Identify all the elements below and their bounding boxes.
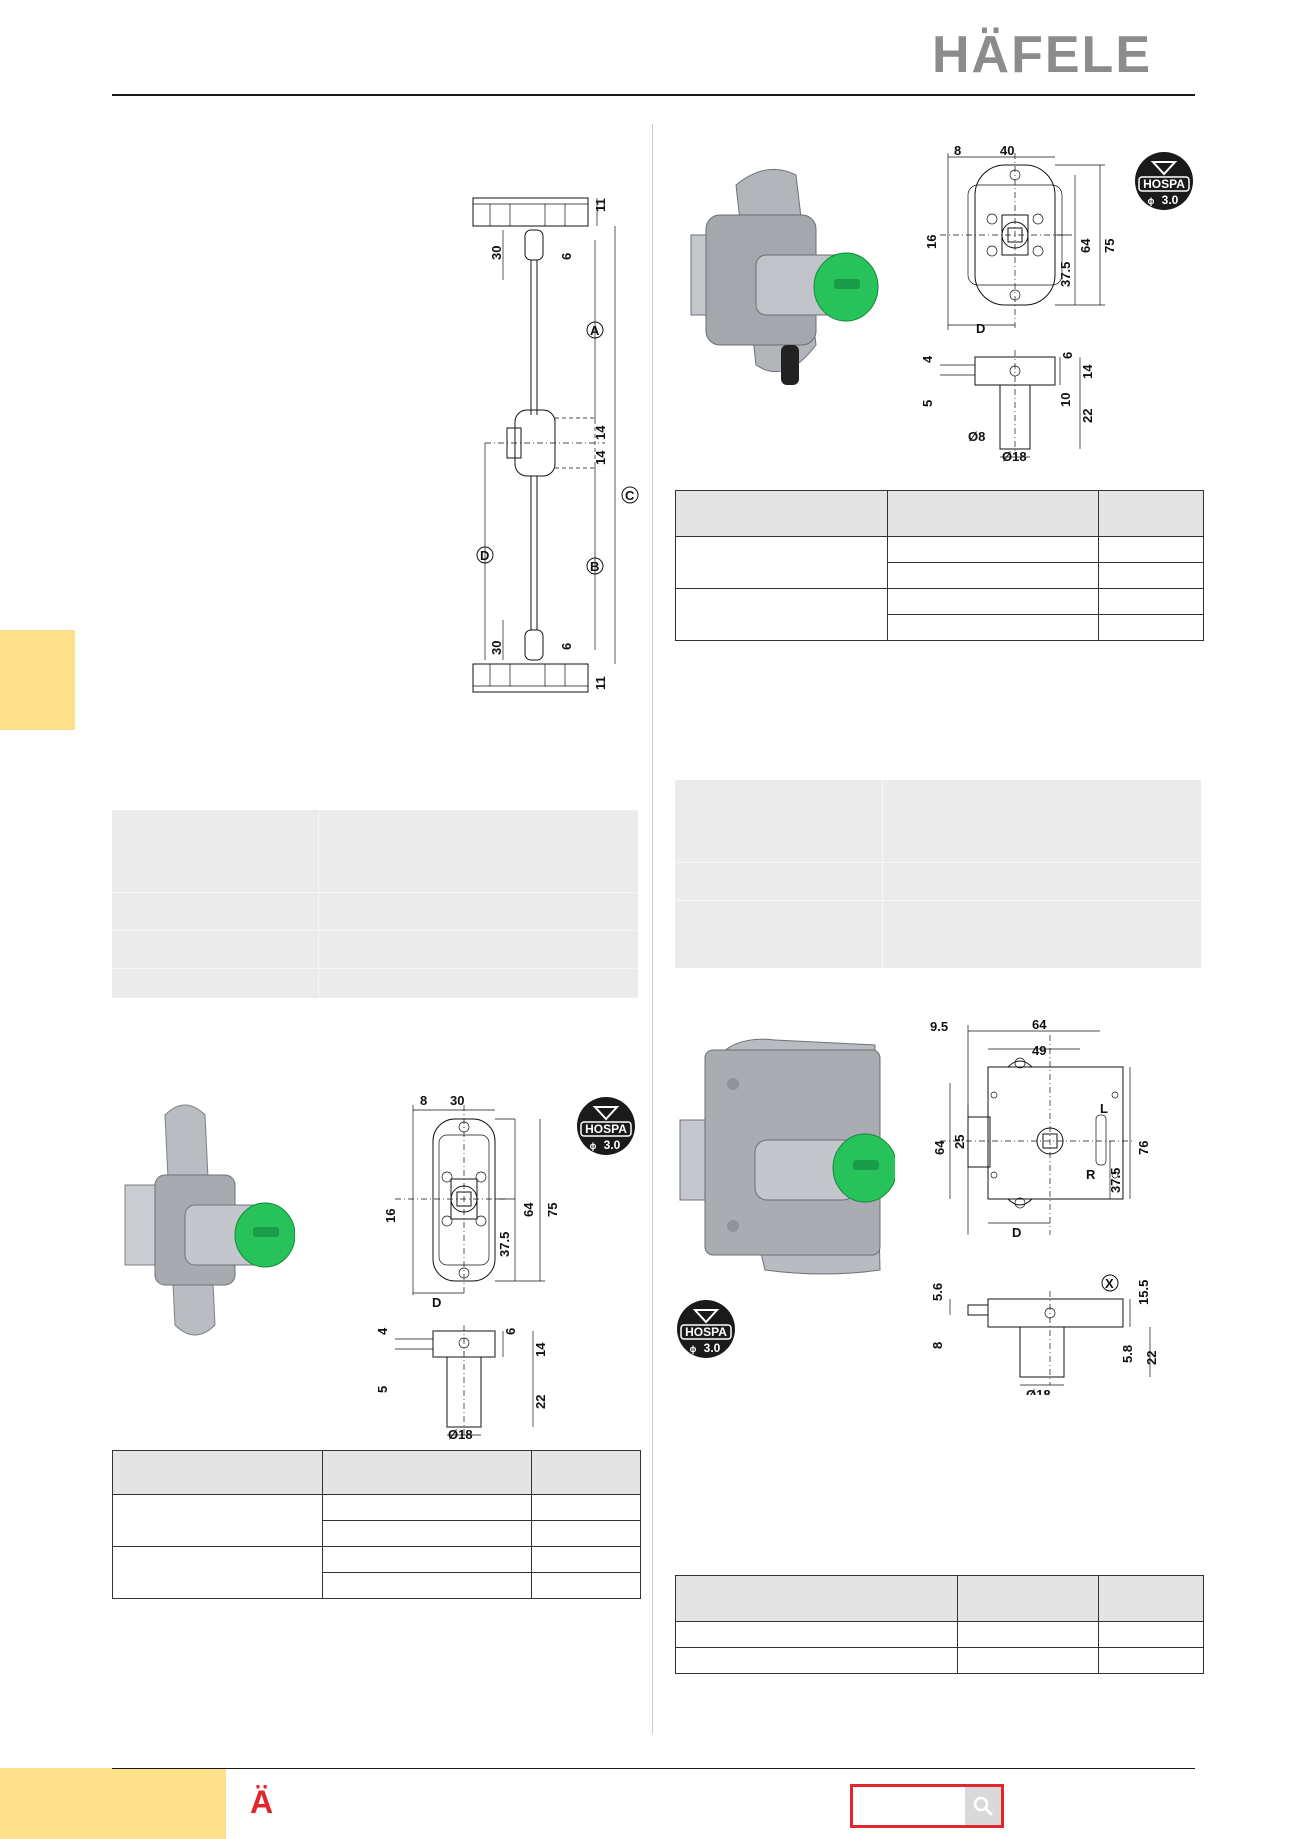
svg-text:64: 64: [1078, 238, 1093, 253]
header-rule: [112, 94, 1195, 96]
svg-text:30: 30: [450, 1095, 464, 1108]
search-box[interactable]: [850, 1784, 1004, 1828]
chapter-tab: [0, 630, 75, 730]
svg-text:14: 14: [533, 1342, 548, 1357]
svg-text:Ø18: Ø18: [1002, 449, 1027, 464]
oval-lock-drawing: 8 40 16 64 75 37.5 D 4 6 14 5 10 22 Ø8 Ø…: [920, 145, 1117, 464]
hospa-badge: HOSPA 3.0 ϕ: [677, 1300, 735, 1358]
svg-text:3.0: 3.0: [704, 1341, 721, 1355]
svg-text:14: 14: [1080, 364, 1095, 379]
svg-text:D: D: [1012, 1225, 1021, 1240]
svg-text:6: 6: [559, 643, 574, 650]
svg-text:3.0: 3.0: [1162, 193, 1179, 207]
svg-text:16: 16: [924, 235, 939, 249]
svg-text:3.0: 3.0: [604, 1138, 621, 1152]
hafele-logo: HÄFELE: [932, 26, 1152, 78]
rim-lock-photo: [679, 1038, 895, 1275]
svg-text:11: 11: [593, 676, 608, 690]
svg-text:6: 6: [559, 253, 574, 260]
svg-text:4: 4: [375, 1327, 390, 1335]
svg-text:40: 40: [1000, 145, 1014, 158]
svg-text:ϕ: ϕ: [690, 1344, 697, 1354]
svg-text:5: 5: [375, 1386, 390, 1393]
svg-text:16: 16: [383, 1209, 398, 1223]
espagnolette-rod-drawing: 11 30 6 A 14 14 C D B 30 6 11: [472, 197, 639, 693]
svg-text:8: 8: [420, 1095, 427, 1108]
svg-text:9.5: 9.5: [930, 1019, 948, 1034]
svg-text:A: A: [590, 323, 600, 338]
svg-text:30: 30: [489, 246, 504, 260]
svg-text:ϕ: ϕ: [1148, 196, 1155, 206]
svg-text:49: 49: [1032, 1043, 1046, 1058]
svg-text:R: R: [1086, 1167, 1096, 1182]
svg-text:Ø18: Ø18: [1026, 1387, 1051, 1395]
svg-text:22: 22: [533, 1395, 548, 1409]
svg-text:5.6: 5.6: [930, 1283, 945, 1301]
svg-text:22: 22: [1144, 1351, 1159, 1365]
svg-text:64: 64: [521, 1202, 536, 1217]
svg-text:64: 64: [932, 1140, 947, 1155]
column-divider: [652, 124, 653, 1734]
svg-text:5: 5: [920, 400, 935, 407]
svg-text:25: 25: [952, 1135, 967, 1149]
svg-text:D: D: [480, 548, 489, 563]
svg-text:5.8: 5.8: [1120, 1345, 1135, 1363]
rim-lock-table: [675, 1575, 1204, 1674]
search-button[interactable]: [965, 1787, 1001, 1825]
svg-text:B: B: [590, 559, 599, 574]
search-icon: [973, 1796, 993, 1816]
footer-rule: [112, 1768, 1195, 1769]
info-panel-left: [112, 810, 638, 998]
svg-text:Ø8: Ø8: [968, 429, 985, 444]
svg-text:76: 76: [1136, 1141, 1151, 1155]
small-lock-drawing: 8 30 16 64 75 37.5 D 4 6 14 5 22 Ø18: [375, 1095, 560, 1442]
svg-text:Ä: Ä: [250, 1784, 273, 1815]
svg-text:30: 30: [489, 641, 504, 655]
svg-text:10: 10: [1058, 393, 1073, 407]
svg-text:64: 64: [1032, 1017, 1047, 1032]
svg-text:15.5: 15.5: [1136, 1280, 1151, 1305]
small-lock-table: [112, 1450, 641, 1599]
svg-text:8: 8: [954, 145, 961, 158]
svg-text:C: C: [625, 488, 635, 503]
svg-text:22: 22: [1080, 409, 1095, 423]
svg-text:HOSPA: HOSPA: [585, 1122, 627, 1136]
svg-text:Ø18: Ø18: [448, 1427, 473, 1442]
svg-text:6: 6: [1060, 352, 1075, 359]
search-input[interactable]: [853, 1787, 965, 1825]
footer-tab: [0, 1768, 226, 1839]
svg-text:L: L: [1100, 1101, 1108, 1116]
svg-text:6: 6: [503, 1328, 518, 1335]
svg-text:4: 4: [920, 355, 935, 363]
svg-text:14: 14: [593, 425, 608, 440]
svg-text:D: D: [432, 1295, 441, 1310]
svg-text:HÄFELE: HÄFELE: [932, 26, 1152, 78]
oval-lock-photo: [690, 168, 879, 385]
hospa-badge: HOSPA 3.0 ϕ: [1135, 152, 1193, 210]
svg-text:37.5: 37.5: [497, 1232, 512, 1257]
svg-text:D: D: [976, 321, 985, 336]
hospa-badge: HOSPA 3.0 ϕ: [577, 1097, 635, 1155]
hafele-mark: Ä: [250, 1784, 273, 1815]
svg-text:11: 11: [593, 198, 608, 212]
svg-text:14: 14: [593, 450, 608, 465]
svg-text:37.5: 37.5: [1058, 262, 1073, 287]
info-panel-right: [675, 780, 1201, 968]
svg-text:ϕ: ϕ: [590, 1141, 597, 1151]
small-lock-photo: [124, 1104, 295, 1336]
svg-text:X: X: [1105, 1276, 1114, 1291]
svg-text:37.5: 37.5: [1108, 1168, 1123, 1193]
svg-text:HOSPA: HOSPA: [685, 1325, 727, 1339]
oval-lock-table: [675, 490, 1204, 641]
svg-text:75: 75: [1102, 239, 1117, 253]
svg-text:8: 8: [930, 1342, 945, 1349]
svg-text:75: 75: [545, 1203, 560, 1217]
rim-lock-drawing: 9.5 64 49 L 64 25 76 R 37.5 D 5.6 X 15.5…: [930, 1017, 1159, 1395]
svg-text:HOSPA: HOSPA: [1143, 177, 1185, 191]
